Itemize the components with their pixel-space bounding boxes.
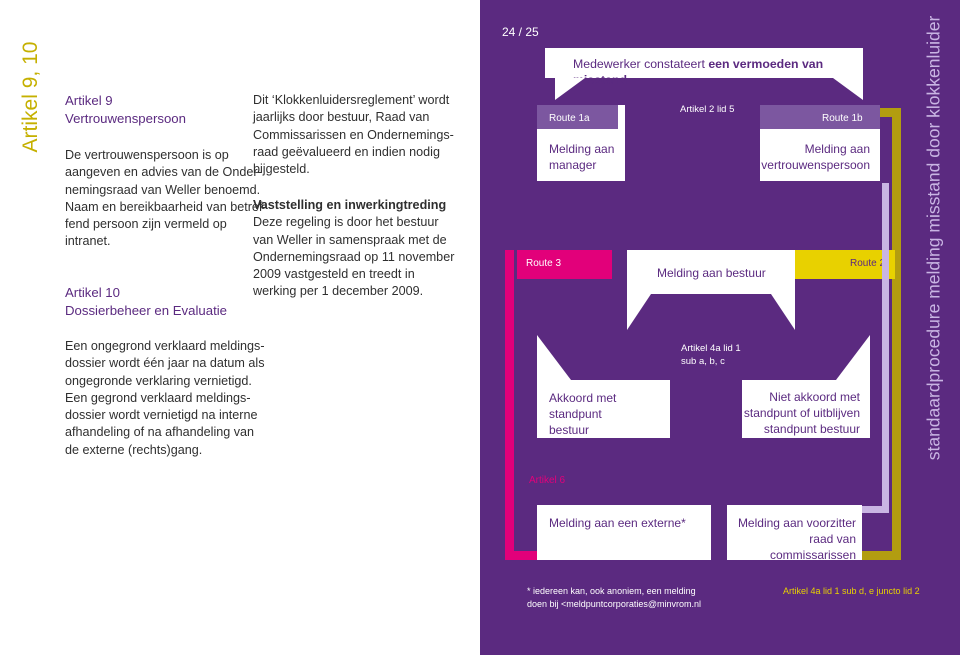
text-line: Melding aan voorzitter <box>737 516 856 530</box>
text-line: Artikel 4a lid 1 <box>681 343 741 354</box>
route-3-bar-vertical <box>505 250 514 560</box>
box-melding-vertrouwenspersoon: Melding aan vertrouwenspersoon <box>760 129 880 181</box>
art10-heading: Artikel 10 Dossierbeheer en Evaluatie <box>65 284 227 320</box>
art9-heading-line: Vertrouwenspersoon <box>65 111 186 126</box>
box-melding-bestuur: Melding aan bestuur <box>627 250 795 294</box>
left-page: Artikel 9, 10 Artikel 9 Vertrouwensperso… <box>19 41 455 459</box>
route-lavender-bottom <box>862 506 889 513</box>
text-line: dossier wordt vernietigd na interne <box>65 408 258 423</box>
text-line: bijgesteld. <box>253 162 310 177</box>
route-1b-tab: Route 1b <box>760 105 880 129</box>
text-line: standpunt of uitblijven <box>743 406 860 420</box>
text-line: Naam en bereikbaarheid van betref- <box>65 199 267 214</box>
text-line: vertrouwenspersoon <box>761 158 870 172</box>
top-box-vermoeden: Medewerker constateert een vermoeden van… <box>545 48 863 87</box>
text-line: intranet. <box>65 234 111 249</box>
text-line: standpunt bestuur <box>763 422 860 436</box>
niet-akkoord-pointer <box>836 335 870 380</box>
text-line: Melding aan <box>549 142 615 156</box>
text-line: Dit ‘Klokkenluidersreglement’ wordt <box>253 93 450 107</box>
akkoord-pointer <box>537 335 571 380</box>
route-2-bar-top <box>862 108 901 117</box>
text-line: Ondernemingsraad op 11 november <box>253 249 455 264</box>
art10-paragraph: Een ongegrond verklaard meldings- dossie… <box>65 338 265 459</box>
text-line: afhandeling of na afhandeling van <box>65 425 255 440</box>
route-2-bar-vertical <box>892 108 901 560</box>
artikel-6-label: Artikel 6 <box>529 475 566 486</box>
text-line: bestuur <box>549 423 590 437</box>
bestuur-pointer-right <box>771 294 795 330</box>
artikel-2-lid-5-label: Artikel 2 lid 5 <box>680 104 735 115</box>
text-line: Commissarissen en Ondernemings- <box>253 127 454 142</box>
box-melding-manager: Melding aan manager <box>537 129 618 181</box>
top-box-pointer-left <box>555 78 585 100</box>
bestuur-pointer-left <box>627 294 651 330</box>
text-line: Akkoord met standpunt <box>549 391 617 421</box>
text-line: fend persoon zijn vermeld op <box>65 217 227 232</box>
route-2-label: Route 2 <box>850 258 886 269</box>
box-melding-rvc: Melding aan voorzitter raad van commissa… <box>727 505 862 562</box>
text-line: de externe (rechts)gang. <box>65 442 203 457</box>
route-2-band <box>795 250 895 279</box>
box-akkoord: Akkoord met standpunt bestuur <box>537 380 670 438</box>
art9-heading-line: Artikel 9 <box>65 93 113 108</box>
text-line: sub a, b, c <box>681 356 725 367</box>
text-line: aangeven en advies van de Onder- <box>65 165 262 180</box>
text-line: Een ongegrond verklaard meldings- <box>65 339 265 353</box>
text-line: werking per 1 december 2009. <box>253 284 424 299</box>
text-line: nemingsraad van Weller benoemd. <box>65 182 261 197</box>
top-box-normal: Medewerker constateert <box>573 57 709 71</box>
text-line: dossier wordt één jaar na datum als <box>65 356 265 371</box>
route-3-bar-bottom <box>505 551 548 560</box>
text-line: * iedereen kan, ook anoniem, een melding <box>527 586 696 596</box>
route-1a-tab: Route 1a <box>537 105 618 129</box>
text-line: manager <box>549 158 597 172</box>
art10-heading-line: Artikel 10 <box>65 285 120 300</box>
route-3-band <box>517 250 612 279</box>
text-line: Melding aan <box>804 142 870 156</box>
art9-heading: Artikel 9 Vertrouwenspersoon <box>65 92 186 128</box>
vaststelling-section: Vaststelling en inwerkingtreding Deze re… <box>253 197 454 301</box>
evaluation-paragraph: Dit ‘Klokkenluidersreglement’ wordt jaar… <box>253 92 454 178</box>
art10-heading-line: Dossierbeheer en Evaluatie <box>65 303 228 318</box>
text-line: doen bij <meldpuntcorporaties@minvrom.nl <box>527 599 701 609</box>
artikel-4a-label: Artikel 4a lid 1 sub a, b, c <box>681 342 741 368</box>
text-line: 2009 vastgesteld en treedt in <box>253 267 415 282</box>
text-line: raad geëvalueerd en indien nodig <box>253 144 440 159</box>
text-line: van Weller in samenspraak met de <box>253 232 447 247</box>
footnote: * iedereen kan, ook anoniem, een melding… <box>527 585 701 611</box>
text-line: Een gegrond verklaard meldings- <box>65 390 251 405</box>
footnote-artikel-4a: Artikel 4a lid 1 sub d, e juncto lid 2 <box>783 586 920 596</box>
text-line: jaarlijks door bestuur, Raad van <box>253 110 430 125</box>
box-niet-akkoord: Niet akkoord met standpunt of uitblijven… <box>742 380 870 438</box>
text-line: ongegronde verklaring vernietigd. <box>65 373 252 388</box>
text-line: De vertrouwenspersoon is op <box>65 148 229 162</box>
box-manager-edge <box>618 105 625 181</box>
box-melding-externe: Melding aan een externe* <box>537 505 711 560</box>
route-3-label: Route 3 <box>526 258 562 269</box>
text-line: Deze regeling is door het bestuur <box>253 215 439 230</box>
top-box-bold: een vermoeden van misstand <box>573 57 824 87</box>
vaststelling-heading: Vaststelling en inwerkingtreding <box>253 198 447 212</box>
text-line: Niet akkoord met <box>769 390 860 404</box>
route-lavender-vertical <box>882 183 889 513</box>
vertical-title-left: Artikel 9, 10 <box>19 41 42 153</box>
art9-paragraph-1: De vertrouwenspersoon is op aangeven en … <box>65 147 267 251</box>
vertical-title-right: standaardprocedure melding misstand door… <box>923 15 944 461</box>
route-2-bar-bottom <box>862 551 901 560</box>
text-line: raad van commissarissen <box>769 532 856 562</box>
top-box-pointer-right <box>833 78 863 100</box>
page-number: 24 / 25 <box>502 25 539 39</box>
